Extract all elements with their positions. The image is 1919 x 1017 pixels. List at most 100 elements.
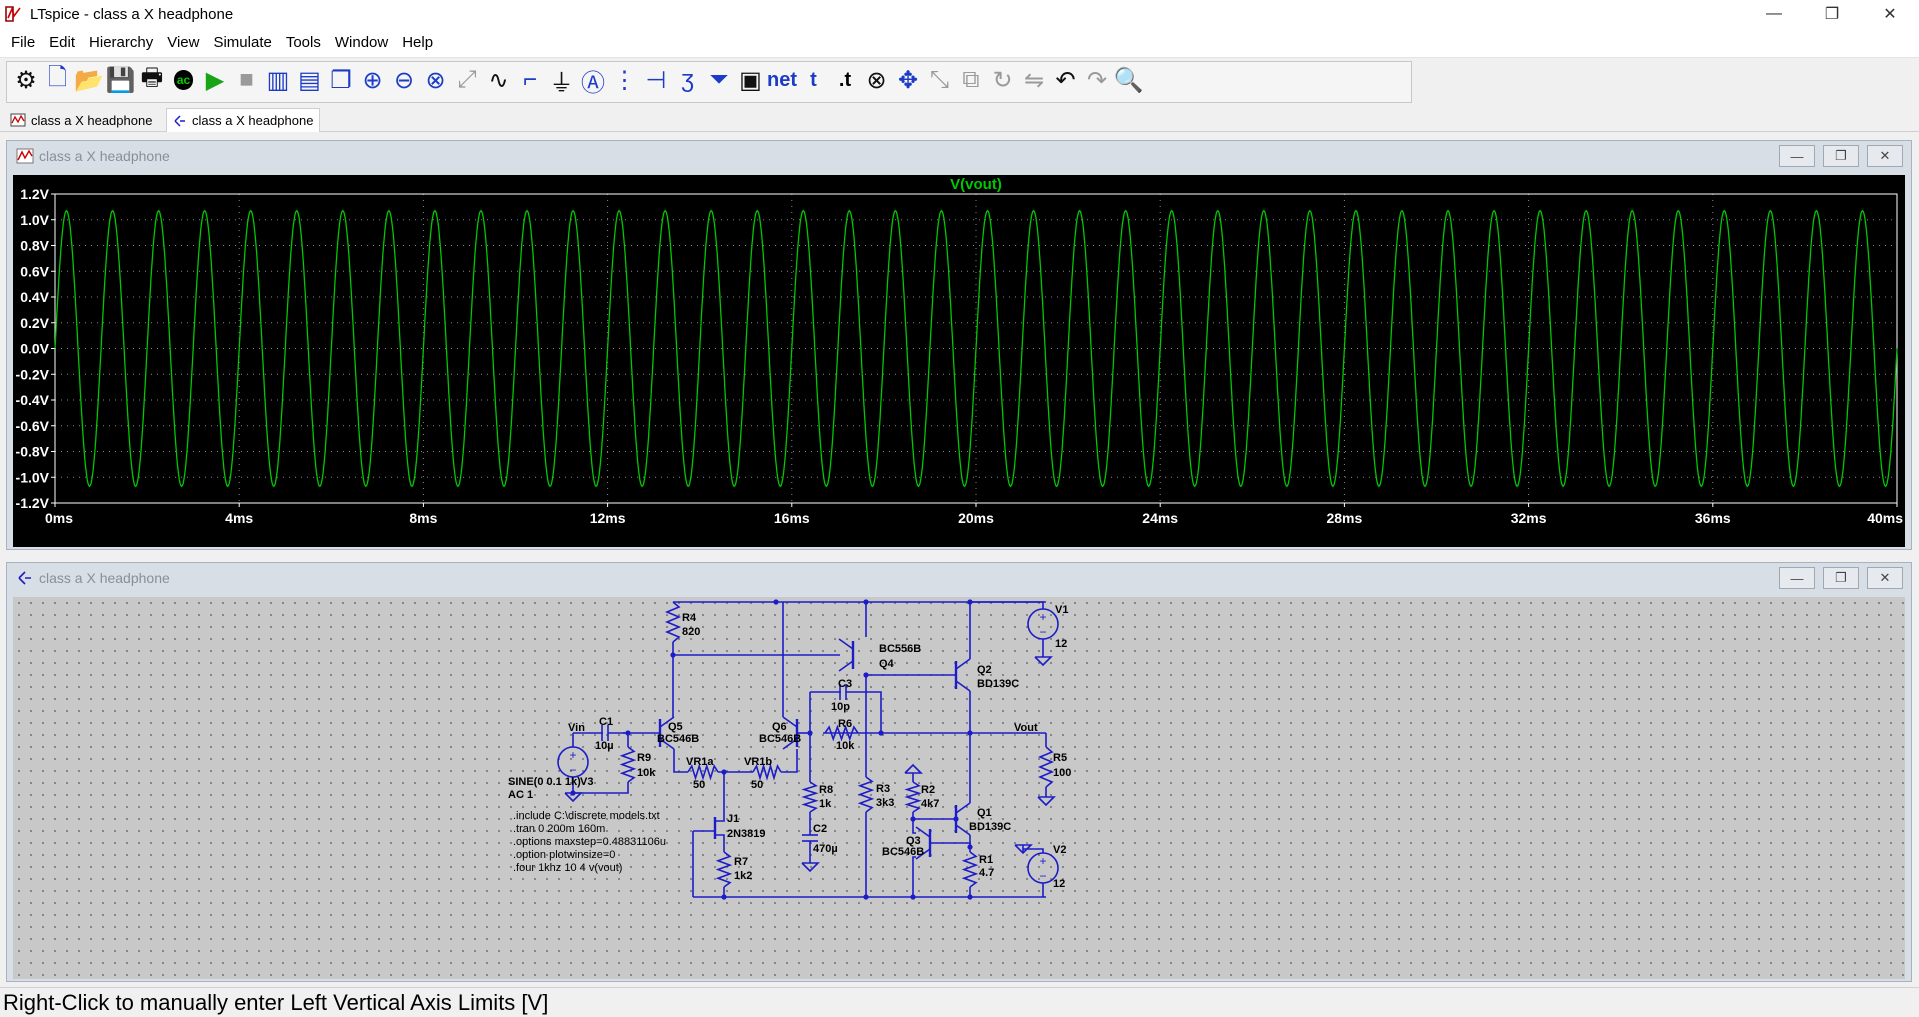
- y-tick-label[interactable]: 0.0V: [20, 341, 49, 357]
- zoom-in-button[interactable]: ⊕: [357, 64, 389, 96]
- minimize-button[interactable]: —: [1766, 5, 1782, 22]
- x-tick-label[interactable]: 24ms: [1142, 510, 1178, 526]
- resistor-button[interactable]: ⋮: [609, 64, 641, 96]
- pane-minimize-button[interactable]: —: [1779, 145, 1815, 167]
- resistor-r4[interactable]: [664, 601, 682, 643]
- restore-button[interactable]: ❐: [1824, 6, 1840, 23]
- pane-restore-button[interactable]: ❐: [1823, 145, 1859, 167]
- x-tick-label[interactable]: 32ms: [1511, 510, 1547, 526]
- resistor-r1[interactable]: [961, 851, 979, 888]
- x-tick-label[interactable]: 4ms: [225, 510, 253, 526]
- duplicate-button[interactable]: ⧉: [955, 64, 987, 96]
- ground-symbol[interactable]: [1034, 656, 1053, 667]
- spice-directive[interactable]: .four 1khz 10 4 v(vout): [513, 862, 622, 874]
- diode-button[interactable]: ⏷: [703, 64, 735, 96]
- resistor-r9[interactable]: [619, 746, 637, 783]
- cascade-button[interactable]: ❐: [325, 64, 357, 96]
- y-tick-label[interactable]: 0.4V: [20, 289, 49, 305]
- wire-button[interactable]: ⌐: [514, 64, 546, 96]
- pane-restore-button[interactable]: ❐: [1823, 567, 1859, 589]
- inductor-button[interactable]: ʒ: [672, 64, 704, 96]
- x-tick-label[interactable]: 40ms: [1867, 510, 1903, 526]
- autoscale-button[interactable]: ⤢: [451, 64, 483, 96]
- component-button[interactable]: ▣: [735, 64, 767, 96]
- menu-window[interactable]: Window: [334, 34, 389, 51]
- resistor-r3[interactable]: [857, 776, 875, 813]
- pane-minimize-button[interactable]: —: [1779, 567, 1815, 589]
- menu-tools[interactable]: Tools: [285, 34, 321, 51]
- y-tick-label[interactable]: 0.6V: [20, 263, 49, 279]
- y-tick-label[interactable]: -1.2V: [16, 495, 50, 511]
- spice-directive[interactable]: .options maxstep=0.48831106u: [513, 836, 666, 848]
- menu-view[interactable]: View: [167, 34, 200, 51]
- x-tick-label[interactable]: 36ms: [1695, 510, 1731, 526]
- supply-arrow[interactable]: [904, 763, 923, 774]
- rotate-button[interactable]: ↻: [987, 64, 1019, 96]
- resistor-r6[interactable]: [824, 724, 859, 742]
- spice-directive[interactable]: .option plotwinsize=0: [513, 849, 615, 861]
- chart-title[interactable]: V(vout): [950, 176, 1002, 193]
- text-comment-button[interactable]: .t: [829, 64, 861, 96]
- y-tick-label[interactable]: -0.6V: [16, 418, 50, 434]
- waveform-plot[interactable]: V(vout) 1.2V 1.0V 0.8V 0.6V 0.4V 0.2V 0.0V -0.2V…: [13, 175, 1905, 547]
- undo-button[interactable]: ↶: [1050, 64, 1082, 96]
- delete-button[interactable]: ⊗: [861, 64, 893, 96]
- text-button[interactable]: t: [798, 64, 830, 96]
- wire[interactable]: [781, 749, 798, 773]
- wire[interactable]: [715, 810, 725, 822]
- menu-help[interactable]: Help: [402, 34, 434, 51]
- y-tick-label[interactable]: 1.0V: [20, 212, 49, 228]
- wire[interactable]: [846, 691, 882, 733]
- y-tick-label[interactable]: -1.0V: [16, 469, 50, 485]
- x-tick-label[interactable]: 20ms: [958, 510, 994, 526]
- capacitor-button[interactable]: ⊣: [640, 64, 672, 96]
- save-button[interactable]: 💾: [105, 64, 137, 96]
- wire[interactable]: [970, 601, 1044, 609]
- x-tick-label[interactable]: 8ms: [409, 510, 437, 526]
- resistor-vr1b[interactable]: [752, 763, 782, 781]
- label-net-button[interactable]: Ⓐ: [577, 64, 609, 97]
- y-tick-label[interactable]: -0.8V: [16, 444, 50, 460]
- wire[interactable]: [1023, 848, 1044, 853]
- spice-directive-button[interactable]: net: [766, 64, 798, 96]
- x-tick-label[interactable]: 28ms: [1326, 510, 1362, 526]
- tile-vertical-button[interactable]: ▥: [262, 64, 294, 96]
- tab-waveform[interactable]: class a X headphone: [4, 108, 158, 132]
- wire[interactable]: [673, 749, 688, 773]
- wire[interactable]: [912, 819, 916, 834]
- close-button[interactable]: ✕: [1883, 6, 1897, 23]
- zoom-fit-button[interactable]: ⊗: [420, 64, 452, 96]
- x-tick-label[interactable]: 0ms: [45, 510, 73, 526]
- series-line-vout[interactable]: [54, 209, 1898, 488]
- resistor-r8[interactable]: [801, 781, 819, 813]
- run-button[interactable]: ▶: [199, 64, 231, 96]
- zoom-out-button[interactable]: ⊖: [388, 64, 420, 96]
- ground-symbol[interactable]: [1037, 796, 1056, 807]
- pane-close-button[interactable]: ✕: [1867, 567, 1903, 589]
- x-tick-label[interactable]: 12ms: [590, 510, 626, 526]
- print-button[interactable]: 🖶: [136, 64, 168, 96]
- waveform-button[interactable]: ∿: [483, 64, 515, 96]
- open-button[interactable]: 📂: [73, 64, 105, 96]
- spice-directive[interactable]: .include C:\discrete models.txt: [513, 810, 660, 822]
- menu-edit[interactable]: Edit: [49, 34, 76, 51]
- menu-hierarchy[interactable]: Hierarchy: [89, 34, 154, 51]
- gear-button[interactable]: ⚙: [10, 64, 42, 96]
- pane-close-button[interactable]: ✕: [1867, 145, 1903, 167]
- y-tick-label[interactable]: 0.2V: [20, 315, 49, 331]
- tile-horizontal-button[interactable]: ▤: [294, 64, 326, 96]
- redo-button[interactable]: ↷: [1081, 64, 1113, 96]
- new-schematic-button[interactable]: 🗋: [42, 64, 74, 96]
- halt-button[interactable]: ■: [231, 64, 263, 96]
- menu-file[interactable]: File: [11, 34, 36, 51]
- find-button[interactable]: 🔍: [1113, 64, 1145, 96]
- y-tick-label[interactable]: -0.2V: [16, 366, 50, 382]
- wire[interactable]: [715, 834, 725, 852]
- y-tick-label[interactable]: 0.8V: [20, 238, 49, 254]
- move-button[interactable]: ✥: [892, 64, 924, 96]
- ground-symbol[interactable]: [801, 862, 820, 873]
- y-tick-label[interactable]: 1.2V: [20, 186, 49, 202]
- x-tick-label[interactable]: 16ms: [774, 510, 810, 526]
